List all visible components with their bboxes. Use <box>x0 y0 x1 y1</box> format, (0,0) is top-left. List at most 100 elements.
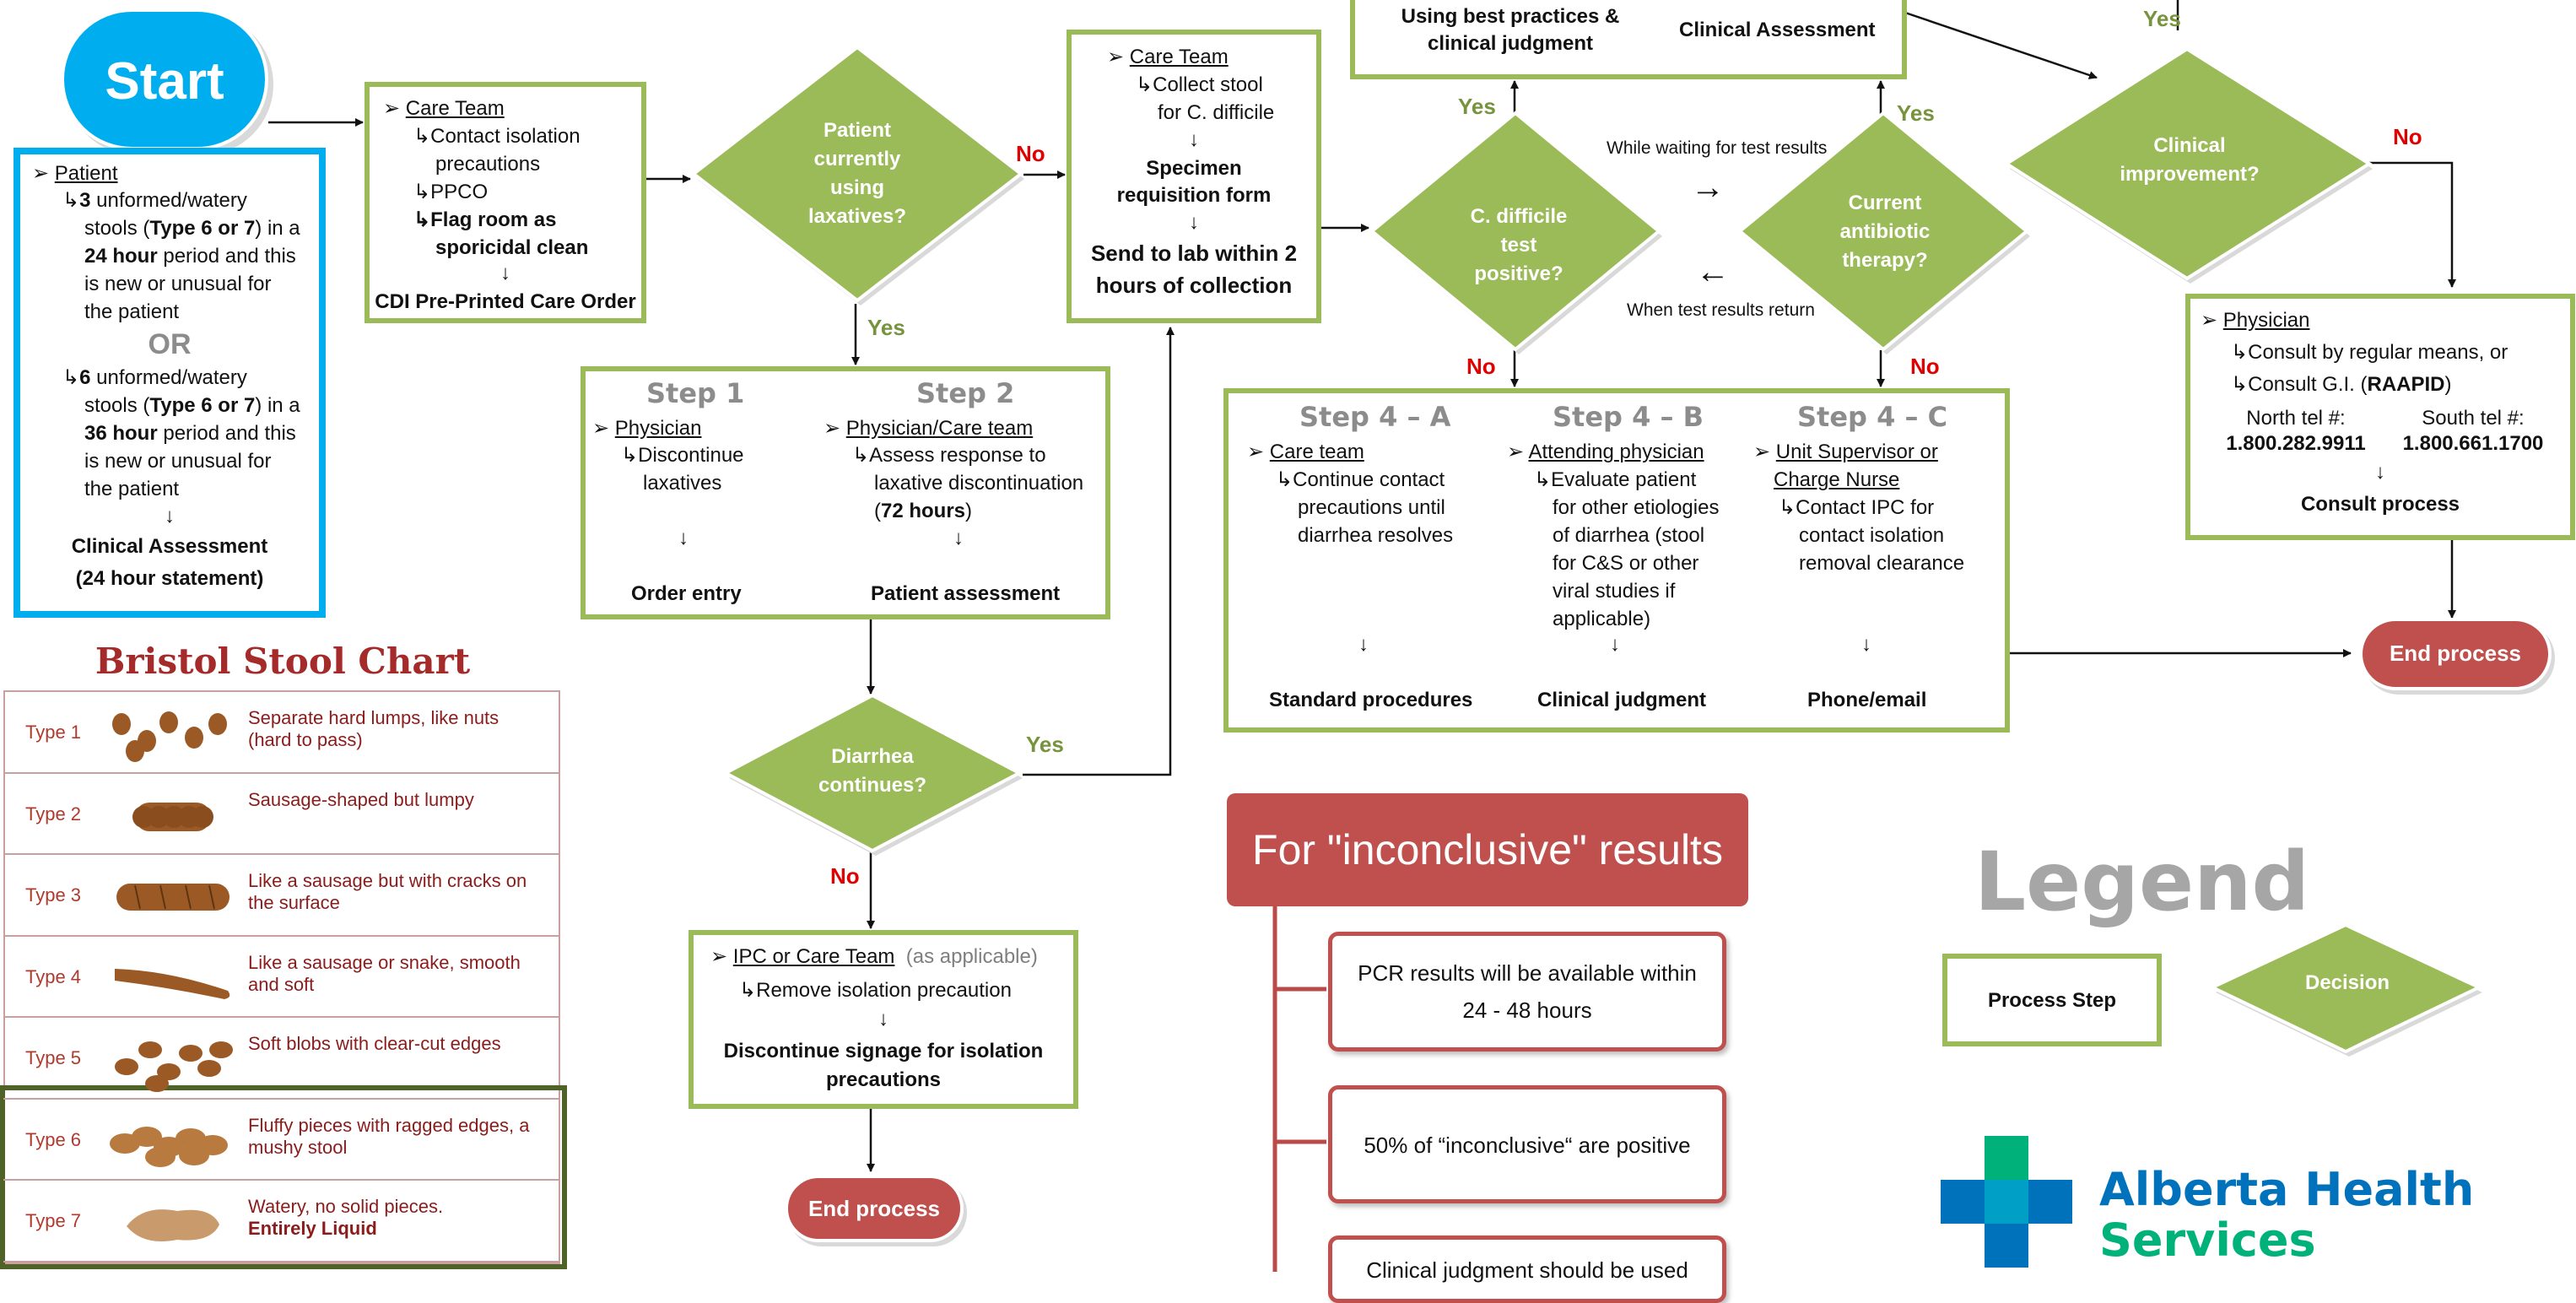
step4b-footer: Clinical judgment <box>1537 689 1707 711</box>
patient-line-3: 24 hour period and this <box>84 245 296 268</box>
careteam2-line-5: Send to lab within 2 <box>1090 241 1298 266</box>
end1-label: End process <box>807 1196 941 1221</box>
decision-diarrhea-diamond <box>721 693 1023 856</box>
top-box-line-2: clinical judgment <box>1427 32 1594 55</box>
steps-1-2-box <box>581 366 1110 619</box>
inconclusive-item-2: 50% of “inconclusive“ are positive <box>1328 1085 1726 1203</box>
bristol-type-label: Type 5 <box>25 1047 82 1068</box>
step4a-role: ➢ Care team <box>1247 441 1364 463</box>
physician-arrow: ↓ <box>2375 461 2385 484</box>
patient-line-6: ↳6 unformed/watery <box>62 366 247 389</box>
legend-process-step: Process Step <box>1942 954 2162 1046</box>
diarrhea-no-label: No <box>830 863 860 889</box>
step4b-role: ➢ Attending physician <box>1507 441 1704 463</box>
arrow-clinical-no <box>2369 161 2456 288</box>
antibiotic-no-label: No <box>1910 354 1940 379</box>
bristol-desc-text: Watery, no solid pieces. <box>248 1196 444 1217</box>
end2-label: End process <box>2389 641 2522 666</box>
step1-footer: Order entry <box>631 582 742 605</box>
stool-type-icon <box>115 1041 233 1092</box>
stool-type-icon <box>127 1209 219 1241</box>
step1-line-1: ↳Discontinue <box>621 444 744 467</box>
physician-footer: Consult process <box>2300 493 2460 516</box>
clinical-assessment-box <box>1350 0 1907 79</box>
ipc-footer-1: Discontinue signage for isolation <box>723 1040 1044 1062</box>
step1-arrow: ↓ <box>678 527 689 549</box>
north-label: North tel #: <box>2246 407 2346 430</box>
inconclusive-item-3-text: Clinical judgment should be used <box>1366 1257 1688 1283</box>
step4b-line-1: ↳Evaluate patient <box>1534 468 1697 491</box>
ipc-removal-box <box>689 930 1078 1109</box>
bristol-row: Type 1 Separate hard lumps, like nuts (ha… <box>3 692 560 774</box>
step2-line-1: ↳Assess response to <box>852 444 1046 467</box>
patient-line-8: 36 hour period and this <box>84 422 296 445</box>
bristol-type-description: Like a sausage or snake, smooth and soft <box>248 952 543 996</box>
step4-box <box>1223 388 2010 733</box>
bristol-type-description: Separate hard lumps, like nuts (hard to … <box>248 707 543 751</box>
waiting-arrow: → <box>1691 169 1725 206</box>
step4a-line-2: precautions until <box>1298 496 1445 519</box>
inconclusive-item-2-text: 50% of “inconclusive“ are positive <box>1364 1133 1691 1158</box>
start-terminator: Start <box>61 8 268 150</box>
bristol-type-description: Soft blobs with clear-cut edges <box>248 1033 543 1055</box>
legend-decision-diamond <box>2208 922 2483 1057</box>
careteam1-line-1: ↳Contact isolation <box>413 125 581 148</box>
patient-footer-1: Clinical Assessment <box>71 535 268 558</box>
step4c-arrow: ↓ <box>1861 633 1871 656</box>
stool-type-icon <box>115 968 230 999</box>
step4c-role-1: ➢ Unit Supervisor or <box>1753 441 1938 463</box>
legend-title: Legend <box>1974 835 2310 929</box>
laxatives-yes-label: Yes <box>867 315 905 340</box>
step4c-footer: Phone/email <box>1807 689 1927 711</box>
bristol-type-label: Type 2 <box>25 803 82 825</box>
bristol-desc-text: Like a sausage but with cracks on the su… <box>248 870 527 913</box>
step4b-line-4: for C&S or other <box>1553 552 1699 575</box>
laxatives-no-label: No <box>1016 141 1045 166</box>
step4b-line-6: applicable) <box>1553 608 1651 630</box>
physician-line-2: ↳Consult G.I. (RAAPID) <box>2231 373 2452 396</box>
step4c-role-2: Charge Nurse <box>1774 468 1900 491</box>
bristol-type-label: Type 7 <box>25 1210 82 1231</box>
careteam2-line-1: ↳Collect stool <box>1136 73 1263 96</box>
step2-title: Step 2 <box>916 377 1015 409</box>
waiting-note: While waiting for test results <box>1607 138 1828 158</box>
bristol-type-label: Type 1 <box>25 722 82 743</box>
ipc-header: ➢ IPC or Care Team (as applicable) <box>710 945 1038 968</box>
arrow-top-clinical <box>1902 10 2098 79</box>
step4b-arrow: ↓ <box>1610 633 1620 656</box>
south-label: South tel #: <box>2422 407 2525 430</box>
bristol-type-label: Type 6 <box>25 1128 82 1150</box>
step1-line-2: laxatives <box>643 472 722 495</box>
step4b-line-3: of diarrhea (stool <box>1553 524 1705 547</box>
bristol-row: Type 2 Sausage-shaped but lumpy <box>3 774 560 855</box>
cdiff-yes-label: Yes <box>1458 94 1496 119</box>
ipc-arrow: ↓ <box>878 1008 888 1030</box>
north-tel: 1.800.282.9911 <box>2226 432 2366 455</box>
patient-line-7: stools (Type 6 or 7) in a <box>84 394 300 417</box>
bristol-type-description: Like a sausage but with cracks on the su… <box>248 870 543 914</box>
patient-line-1: ↳3 unformed/watery <box>62 189 247 212</box>
careteam2-line-2: for C. difficile <box>1158 101 1275 124</box>
step4b-line-2: for other etiologies <box>1553 496 1720 519</box>
step4b-title: Step 4 – B <box>1553 401 1704 433</box>
stool-type-icon <box>112 711 227 762</box>
step1-role: ➢ Physician <box>592 417 702 440</box>
step4a-line-3: diarrhea resolves <box>1298 524 1454 547</box>
careteam2-header: ➢ Care Team <box>1107 46 1229 68</box>
bristol-desc-text: Sausage-shaped but lumpy <box>248 788 474 810</box>
careteam1-line-2: precautions <box>435 153 541 176</box>
step4c-line-3: removal clearance <box>1799 552 1965 575</box>
careteam1-line-4: ↳Flag room as <box>413 208 557 231</box>
patient-line-5: the patient <box>84 300 180 323</box>
stool-type-icon <box>132 802 213 831</box>
step4c-line-2: contact isolation <box>1799 524 1945 547</box>
careteam1-line-5: sporicidal clean <box>435 236 589 259</box>
careteam1-footer: CDI Pre-Printed Care Order <box>375 290 636 313</box>
end-process-terminator-1: End process <box>785 1175 964 1242</box>
clinical-yes-label: Yes <box>2143 6 2181 31</box>
